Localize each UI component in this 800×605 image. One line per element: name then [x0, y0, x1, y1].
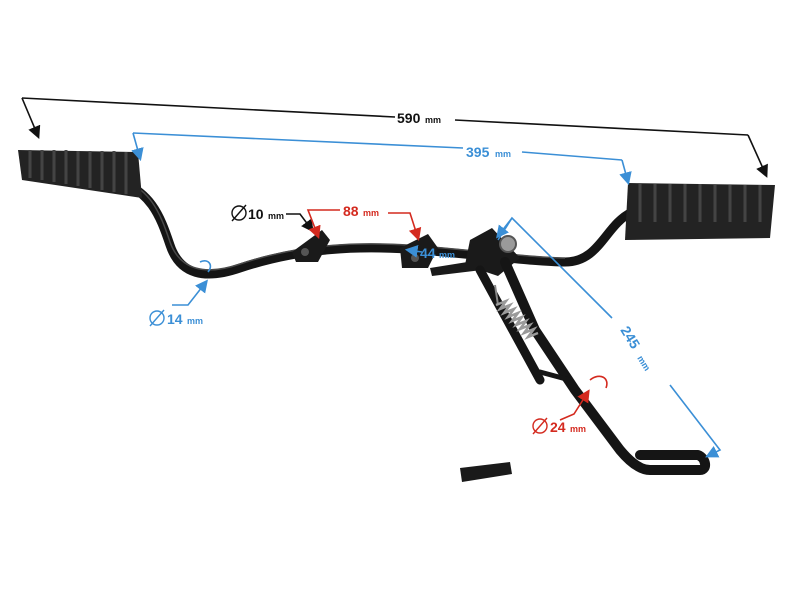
- diameter-icon: [231, 205, 247, 221]
- stand-length-value: 245: [617, 323, 643, 351]
- dimension-stand-tube-diameter: 24 mm: [532, 375, 608, 435]
- dimension-total-width: 590 mm: [21, 97, 768, 178]
- mount-gap-value: 44: [420, 245, 436, 261]
- left-foot-peg: [18, 150, 142, 198]
- bolt-diameter-unit: mm: [268, 211, 284, 221]
- dimension-mount-spacing: 88 mm: [306, 203, 422, 242]
- dimension-mount-gap: 44 mm: [404, 245, 455, 261]
- total-width-unit: mm: [425, 115, 441, 125]
- kickstand-leg: [500, 257, 710, 475]
- mount-gap-unit: mm: [439, 250, 455, 260]
- dimension-tube-diameter: 14 mm: [149, 260, 212, 327]
- return-spring: [494, 284, 539, 340]
- footrest-bar-illustration: [18, 150, 775, 482]
- stand-tube-diameter-unit: mm: [570, 424, 586, 434]
- tube-diameter-value: 14: [167, 311, 183, 327]
- bolt-diameter-value: 10: [248, 206, 264, 222]
- mount-spacing-value: 88: [343, 203, 359, 219]
- tube-diameter-unit: mm: [187, 316, 203, 326]
- diameter-icon: [532, 418, 548, 434]
- dimension-footrest-span: 395 mm: [131, 132, 632, 186]
- stand-tube-diameter-value: 24: [550, 419, 566, 435]
- main-tube: [110, 175, 637, 279]
- footrest-span-value: 395: [466, 144, 490, 160]
- stand-length-unit: mm: [635, 354, 652, 373]
- total-width-value: 590: [397, 110, 421, 126]
- diameter-icon: [149, 310, 165, 326]
- mount-spacing-unit: mm: [363, 208, 379, 218]
- footrest-span-unit: mm: [495, 149, 511, 159]
- right-foot-peg: [625, 183, 775, 240]
- dimension-bolt-diameter: 10 mm: [231, 204, 314, 233]
